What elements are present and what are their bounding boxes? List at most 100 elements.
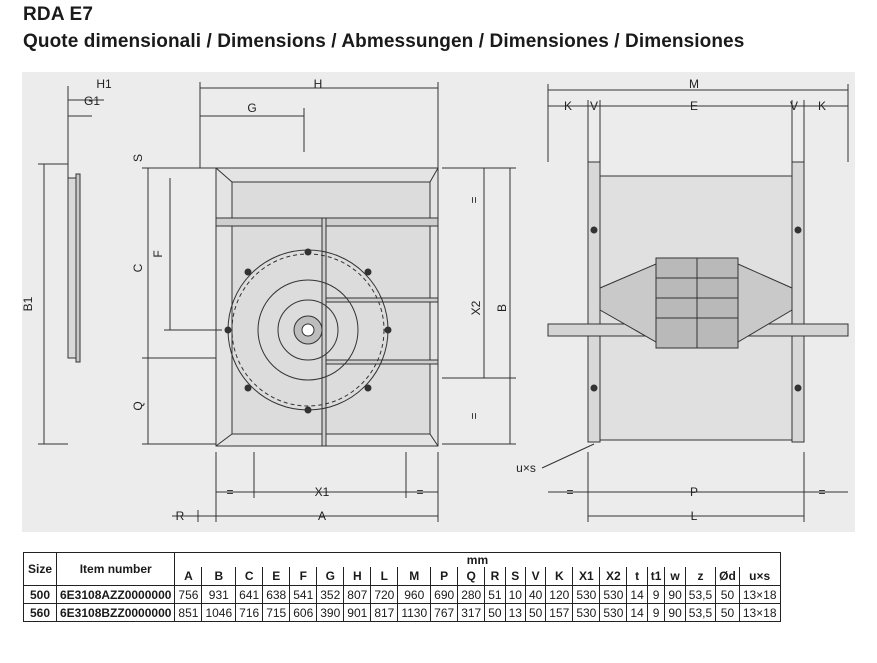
cell-value: 157 xyxy=(545,603,574,622)
cell-value: 50 xyxy=(715,585,740,604)
column-header: S xyxy=(504,567,526,586)
cell-value: 317 xyxy=(457,603,486,622)
column-header: Ød xyxy=(715,567,740,586)
cell-value: 14 xyxy=(626,603,648,622)
dimension-label: E xyxy=(690,99,698,113)
dimension-label: K xyxy=(818,99,826,113)
dimension-label: A xyxy=(318,509,326,523)
cell-value: 51 xyxy=(484,585,506,604)
dimension-label: B1 xyxy=(22,296,35,311)
dimension-label: G1 xyxy=(84,94,100,108)
cell-value: 53,5 xyxy=(684,603,717,622)
cell-value: 9 xyxy=(646,603,666,622)
cell-value: 767 xyxy=(430,603,459,622)
column-header: t1 xyxy=(646,567,666,586)
column-header: H xyxy=(343,567,372,586)
cell-value: 50 xyxy=(524,603,547,622)
column-header: B xyxy=(201,567,237,586)
dimension-label: Q xyxy=(131,401,145,410)
cell-value: 90 xyxy=(664,585,686,604)
cell-value: 1130 xyxy=(397,603,432,622)
dimension-label: S xyxy=(131,154,145,162)
dimension-label: M xyxy=(689,77,699,91)
dimension-label: = xyxy=(226,485,233,499)
cell-value: 641 xyxy=(235,585,264,604)
dimension-label: H1 xyxy=(96,77,112,91)
cell-size: 500 xyxy=(23,585,57,604)
cell-value: 13×18 xyxy=(738,585,781,604)
front-view xyxy=(142,82,516,522)
dimension-label: C xyxy=(131,263,145,272)
dimension-label: u×s xyxy=(516,461,536,475)
column-header: w xyxy=(664,567,686,586)
cell-value: 715 xyxy=(262,603,291,622)
column-header: X1 xyxy=(572,567,601,586)
cell-value: 530 xyxy=(599,603,628,622)
cell-value: 530 xyxy=(572,603,601,622)
header-item-number: Item number xyxy=(55,552,176,586)
cell-value: 817 xyxy=(370,603,399,622)
cell-value: 720 xyxy=(370,585,399,604)
column-header: z xyxy=(684,567,717,586)
cell-value: 40 xyxy=(524,585,547,604)
cell-value: 390 xyxy=(316,603,345,622)
document-subtitle: Quote dimensionali / Dimensions / Abmess… xyxy=(23,31,745,52)
dimension-label: H xyxy=(314,77,323,91)
column-header: M xyxy=(397,567,432,586)
cell-value: 541 xyxy=(289,585,318,604)
dimension-label: V xyxy=(790,99,798,113)
column-header: K xyxy=(545,567,574,586)
column-header: t xyxy=(626,567,648,586)
dimension-label: = xyxy=(416,485,423,499)
cell-value: 690 xyxy=(430,585,459,604)
cell-value: 530 xyxy=(572,585,601,604)
cell-item-number: 6E3108AZZ0000000 xyxy=(55,585,176,604)
dimension-label: X2 xyxy=(469,300,483,315)
cell-value: 901 xyxy=(343,603,372,622)
cell-value: 90 xyxy=(664,603,686,622)
column-header: P xyxy=(430,567,459,586)
column-header: E xyxy=(262,567,291,586)
cell-size: 560 xyxy=(23,603,57,622)
cell-value: 716 xyxy=(235,603,264,622)
cell-value: 606 xyxy=(289,603,318,622)
cell-value: 50 xyxy=(715,603,740,622)
cell-value: 13 xyxy=(504,603,526,622)
cell-value: 638 xyxy=(262,585,291,604)
dimension-label: = xyxy=(467,412,481,419)
cell-value: 10 xyxy=(504,585,526,604)
dimension-label: = xyxy=(818,485,825,499)
dimension-label: R xyxy=(176,509,185,523)
dimension-label: K xyxy=(564,99,572,113)
dimension-label: G xyxy=(247,101,256,115)
dimension-label: V xyxy=(590,99,598,113)
column-header: G xyxy=(316,567,345,586)
dimension-label: B xyxy=(495,304,509,312)
cell-value: 14 xyxy=(626,585,648,604)
dimension-label: = xyxy=(467,196,481,203)
dimension-label: X1 xyxy=(315,485,330,499)
header-size: Size xyxy=(23,552,57,586)
cell-value: 13×18 xyxy=(738,603,781,622)
cell-value: 931 xyxy=(201,585,237,604)
cell-value: 120 xyxy=(545,585,574,604)
dimension-label: L xyxy=(691,509,698,523)
dimension-label: P xyxy=(690,485,698,499)
cell-value: 50 xyxy=(484,603,506,622)
cell-value: 851 xyxy=(174,603,203,622)
column-header: L xyxy=(370,567,399,586)
cell-value: 960 xyxy=(397,585,432,604)
cell-value: 53,5 xyxy=(684,585,717,604)
column-header: u×s xyxy=(738,567,781,586)
header-unit: mm xyxy=(174,552,781,567)
cell-value: 1046 xyxy=(201,603,237,622)
column-header: R xyxy=(484,567,506,586)
